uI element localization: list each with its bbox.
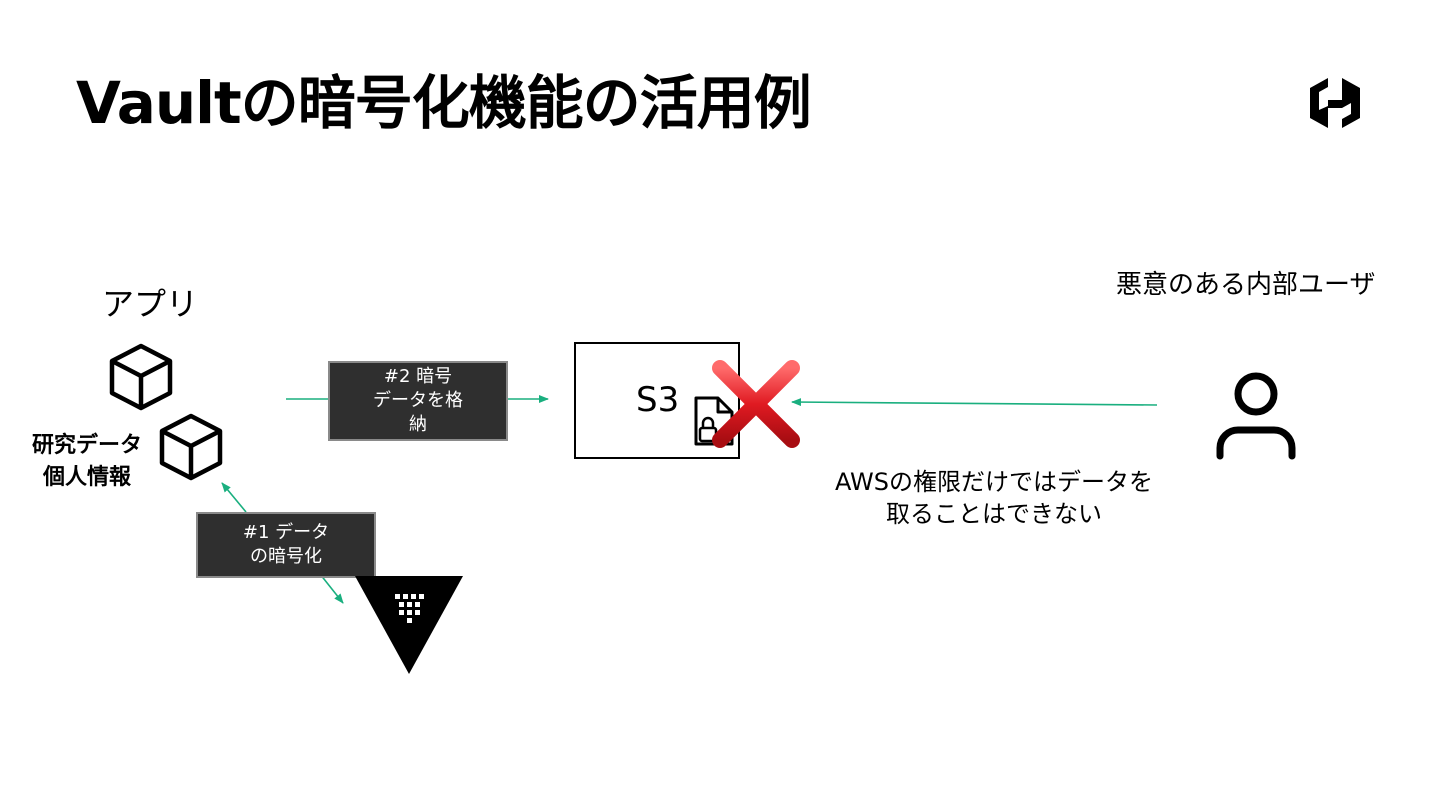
arrow-user-to-s3 xyxy=(791,398,1158,407)
red-x-icon xyxy=(712,360,800,448)
step1-label: #1 データ の暗号化 xyxy=(196,512,376,578)
stored-data-line1: 研究データ xyxy=(31,433,142,458)
malicious-user-label: 悪意のある内部ユーザ xyxy=(1116,270,1376,300)
cube-icon xyxy=(109,343,173,411)
step2-line1: #2 暗号 xyxy=(383,366,453,387)
step2-line3: 納 xyxy=(409,414,427,435)
s3-label: S3 xyxy=(636,380,680,420)
note-line2: 取ることはできない xyxy=(886,500,1102,528)
step2-line2: データを格 xyxy=(373,390,463,411)
app-label: アプリ xyxy=(102,285,199,323)
stored-data-line2: 個人情報 xyxy=(42,465,131,490)
stored-data-label: 研究データ 個人情報 xyxy=(22,430,152,494)
arrow-to-vault xyxy=(319,573,344,604)
aws-permission-note: AWSの権限だけではデータを 取ることはできない xyxy=(822,466,1166,530)
cube-icon xyxy=(159,413,223,481)
user-icon xyxy=(1216,372,1296,460)
note-line1: AWSの権限だけではデータを xyxy=(834,468,1154,496)
step2-label: #2 暗号 データを格 納 xyxy=(328,361,508,441)
arrow-to-app xyxy=(221,482,247,513)
step1-line1: #1 データ xyxy=(242,522,330,543)
page-title: Vaultの暗号化機能の活用例 xyxy=(76,69,812,137)
hashicorp-logo-icon xyxy=(1310,78,1360,128)
step1-line2: の暗号化 xyxy=(250,546,322,567)
vault-triangle-icon xyxy=(355,576,463,674)
